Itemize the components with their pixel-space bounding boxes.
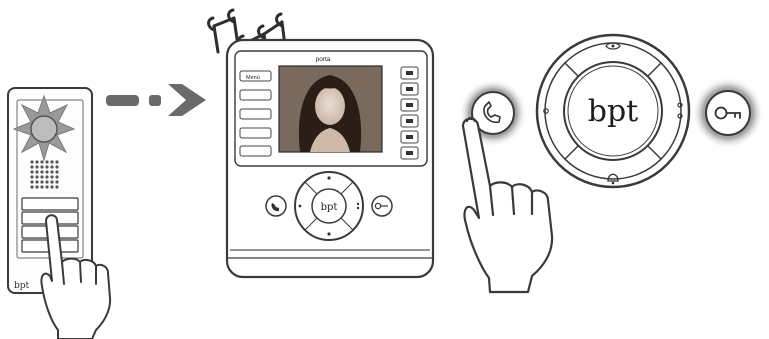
starburst-glow-icon [14, 96, 74, 160]
nav-center-logo: bpt [588, 94, 638, 129]
call-button [22, 198, 78, 210]
screen-title: porta [316, 56, 331, 63]
hand-pressing-answer-button [463, 118, 552, 292]
flow-arrow [106, 84, 206, 116]
indoor-monitor: porta Menù [227, 40, 433, 277]
menu-key-label: Menù [246, 75, 260, 81]
door-panel-logo: bpt [14, 281, 30, 291]
monitor-answer-button [266, 196, 286, 216]
video-screen [279, 66, 382, 152]
monitor-door-button [372, 196, 392, 216]
monitor-logo: bpt [321, 202, 338, 213]
zoomed-control-pad: bpt [459, 35, 764, 187]
monitor-nav-ring: bpt [295, 172, 363, 240]
